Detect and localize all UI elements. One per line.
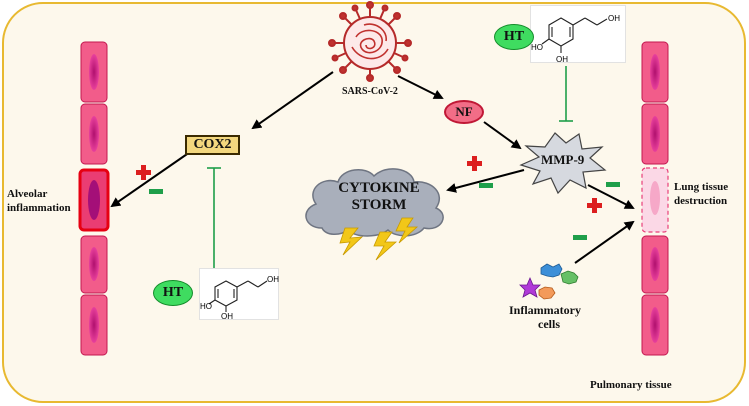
- arrow-virus-to-nf: [397, 75, 444, 99]
- molecule-oh-label: OH: [267, 275, 279, 284]
- molecule-oh-label: OH: [556, 55, 568, 64]
- lightning-icon: [339, 227, 364, 256]
- cox2-node: COX2: [185, 135, 240, 155]
- nf-node: NF: [444, 100, 484, 124]
- plus-sign-icon: [587, 198, 602, 213]
- molecule-icon: OH HO OH: [530, 5, 626, 64]
- activation-arrows: [110, 71, 635, 264]
- burst-icon: [519, 132, 607, 195]
- plus-signs: [136, 156, 602, 213]
- lung-label-line2: destruction: [674, 195, 728, 207]
- inflammatory-label-line2: cells: [538, 317, 560, 331]
- ht-node-bottom: HT: [153, 280, 193, 306]
- left-cell-column: [78, 41, 110, 356]
- plus-sign-icon: [467, 156, 482, 171]
- inhibition-lines: [207, 66, 573, 268]
- arrow-virus-to-cox2: [251, 71, 334, 130]
- molecule-ho-label: HO: [200, 302, 212, 311]
- ht-node-top: HT: [494, 24, 534, 50]
- inflammatory-cells-icon: [519, 263, 579, 300]
- molecule-icon: OH HO OH: [199, 268, 279, 321]
- mmp9-label: MMP-9: [541, 152, 585, 167]
- alveolar-label-line1: Alveolar: [7, 188, 48, 200]
- arrow-cox2-to-inflammation: [110, 151, 191, 208]
- inflammatory-label-line1: Inflammatory: [509, 303, 581, 317]
- alveolar-label-line2: inflammation: [7, 202, 71, 214]
- lung-label-line1: Lung tissue: [674, 181, 729, 193]
- cytokine-label-line1: CYTOKINE: [338, 180, 420, 196]
- minus-sign-icon: [479, 183, 493, 188]
- molecule-oh-label: OH: [608, 14, 620, 23]
- pulmonary-tissue-label: Pulmonary tissue: [590, 379, 672, 391]
- plus-sign-icon: [136, 165, 151, 180]
- arrow-mmp9-to-cytokine: [446, 169, 525, 193]
- virus-icon: [328, 1, 412, 82]
- lightning-icon: [395, 217, 419, 244]
- sars-cov-2-label: SARS-CoV-2: [342, 86, 398, 97]
- molecule-ho-label: HO: [531, 43, 543, 52]
- arrow-mmp9-to-lung: [587, 184, 635, 209]
- cytokine-label-line2: STORM: [351, 197, 407, 213]
- minus-sign-icon: [573, 235, 587, 240]
- minus-sign-icon: [606, 182, 620, 187]
- right-cell-column: [641, 41, 669, 356]
- minus-signs: [149, 182, 620, 240]
- minus-sign-icon: [149, 189, 163, 194]
- arrow-nf-to-mmp9: [483, 121, 522, 150]
- molecule-oh-label: OH: [221, 312, 233, 321]
- arrow-cells-to-lung: [574, 220, 635, 264]
- lightning-icon: [373, 231, 398, 261]
